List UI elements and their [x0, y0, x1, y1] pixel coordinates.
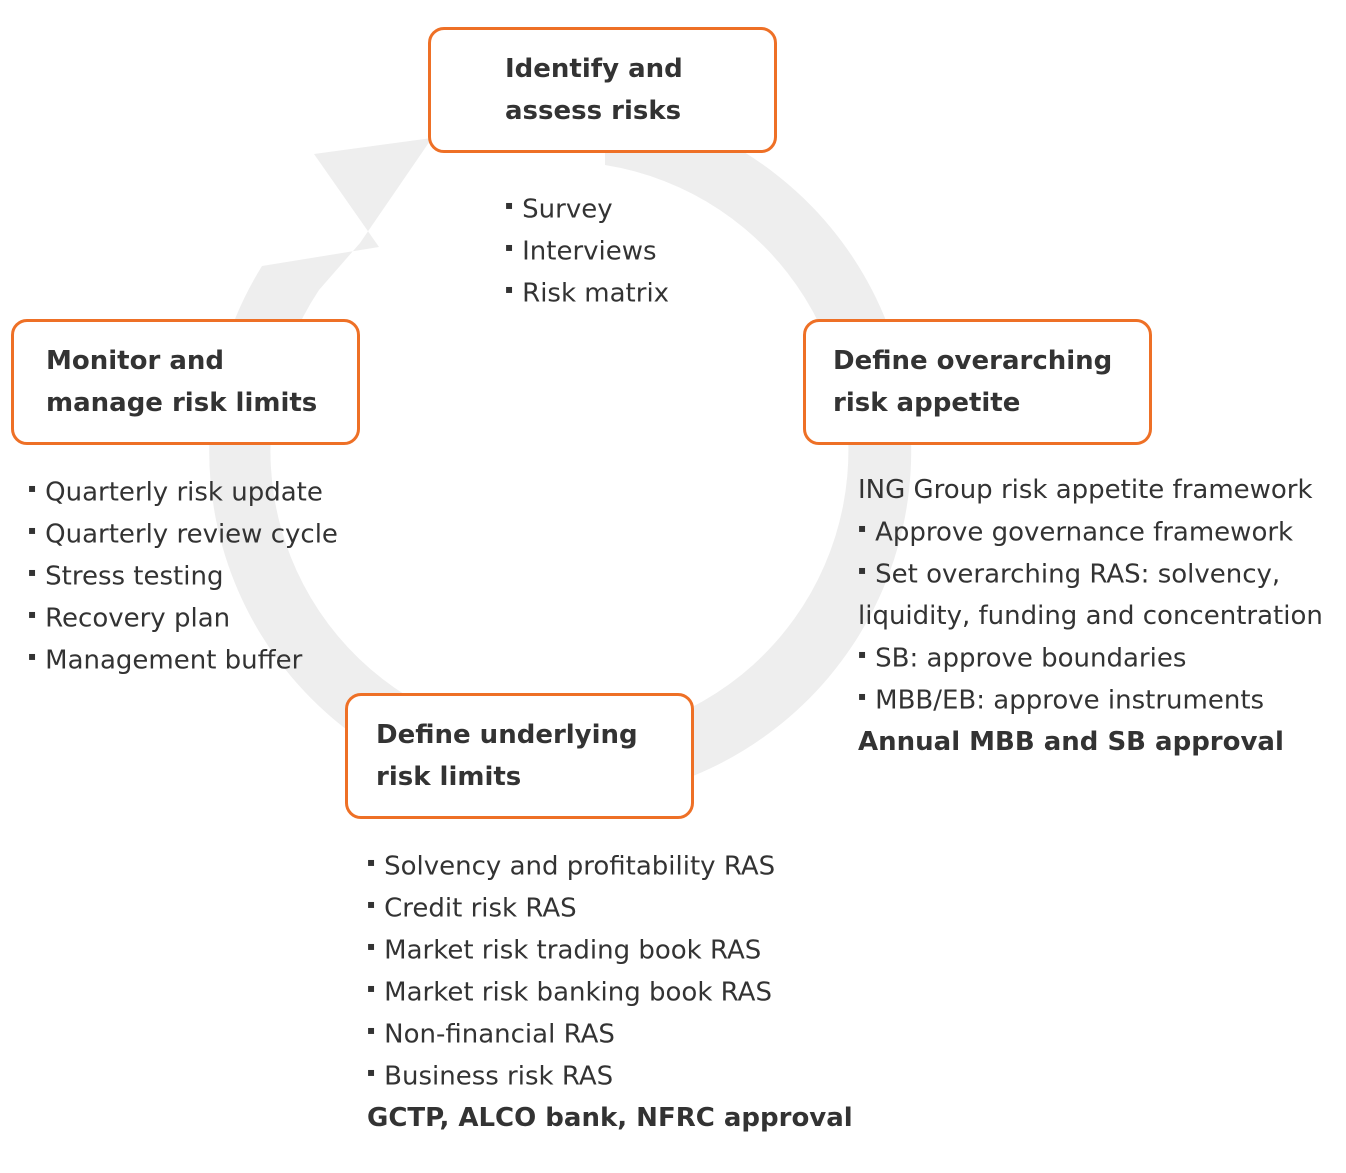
- list-item: Non-financial RAS: [367, 1014, 853, 1056]
- approval-note: GCTP, ALCO bank, NFRC approval: [367, 1103, 853, 1134]
- list-item: Risk matrix: [505, 273, 669, 315]
- stage-title-line: Define underlying: [376, 720, 638, 750]
- list-item: Credit risk RAS: [367, 888, 853, 930]
- list-item: Stress testing: [28, 556, 338, 598]
- list-item-continuation: liquidity, funding and concentration: [858, 600, 1323, 631]
- list-item: Quarterly risk update: [28, 472, 338, 514]
- stage-box-identify: Identify and assess risks: [428, 27, 777, 153]
- monitor-items-list: Quarterly risk update Quarterly review c…: [28, 472, 338, 682]
- list-item: Management buffer: [28, 640, 338, 682]
- stage-title-line: Define overarching: [833, 346, 1113, 376]
- identify-items-list: Survey Interviews Risk matrix: [505, 189, 669, 315]
- list-item: Business risk RAS: [367, 1056, 853, 1098]
- stage-title-line: risk appetite: [833, 388, 1021, 418]
- stage-box-monitor: Monitor and manage risk limits: [11, 319, 360, 445]
- list-item: Interviews: [505, 231, 669, 273]
- stage-title-monitor: Monitor and manage risk limits: [46, 340, 317, 424]
- list-item: Market risk banking book RAS: [367, 972, 853, 1014]
- list-item: Approve governance framework: [858, 512, 1323, 554]
- stage-title-appetite: Define overarching risk appetite: [833, 340, 1112, 424]
- limits-items-list: Solvency and profitability RAS Credit ri…: [367, 846, 853, 1140]
- appetite-items-list: ING Group risk appetite framework Approv…: [858, 470, 1323, 763]
- stage-title-line: manage risk limits: [46, 388, 318, 418]
- list-item: Set overarching RAS: solvency,: [858, 554, 1323, 596]
- stage-title-line: risk limits: [376, 762, 522, 792]
- list-item: Solvency and profitability RAS: [367, 846, 853, 888]
- list-item: MBB/EB: approve instruments: [858, 680, 1323, 722]
- approval-note: Annual MBB and SB approval: [858, 726, 1284, 757]
- list-item: Survey: [505, 189, 669, 231]
- stage-title-limits: Define underlying risk limits: [376, 714, 638, 798]
- stage-title-identify: Identify and assess risks: [505, 48, 683, 132]
- stage-title-line: Identify and: [505, 54, 683, 84]
- stage-title-line: assess risks: [505, 96, 682, 126]
- stage-box-limits: Define underlying risk limits: [345, 693, 694, 819]
- stage-box-appetite: Define overarching risk appetite: [803, 319, 1152, 445]
- list-item: Quarterly review cycle: [28, 514, 338, 556]
- list-item: SB: approve boundaries: [858, 638, 1323, 680]
- stage-title-line: Monitor and: [46, 346, 224, 376]
- list-item: Recovery plan: [28, 598, 338, 640]
- list-item: Market risk trading book RAS: [367, 930, 853, 972]
- list-intro: ING Group risk appetite framework: [858, 475, 1313, 505]
